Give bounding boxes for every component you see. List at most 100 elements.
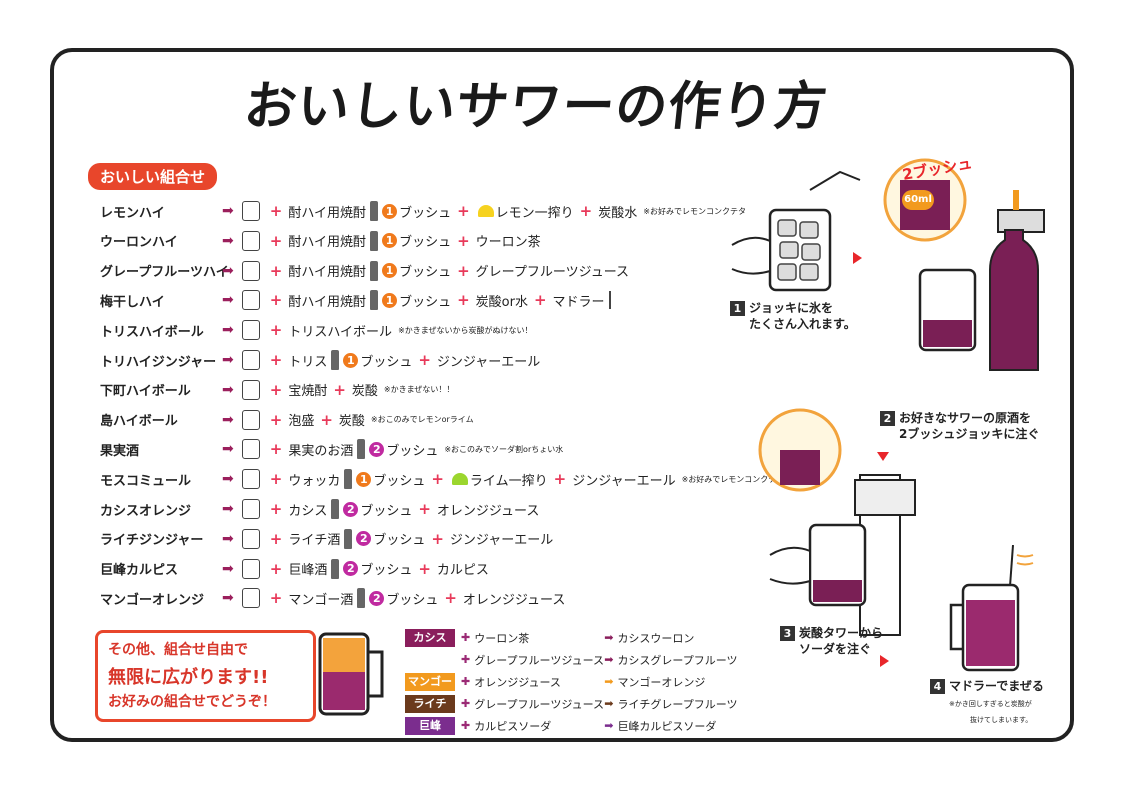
arrow-icon: ➡ bbox=[604, 719, 614, 732]
push-count-badge: 1 bbox=[356, 471, 372, 487]
arrow-icon: ➡ bbox=[604, 697, 614, 710]
arrow-icon: ➡ bbox=[222, 322, 234, 339]
legend-tag-spacer bbox=[405, 651, 455, 669]
ingredient: 宝焼酎 bbox=[288, 384, 328, 400]
ingredient: オレンジジュース bbox=[462, 592, 566, 608]
legend-tag: ライチ bbox=[405, 694, 455, 713]
recipe-name: マンゴーオレンジ bbox=[100, 592, 205, 608]
step-2-number: 2 bbox=[880, 411, 895, 426]
push-label: ブッシュ bbox=[360, 354, 413, 370]
ingredient: トリス bbox=[288, 354, 328, 370]
ingredient: 酎ハイ用焼酎 bbox=[288, 294, 367, 310]
ingredient: ライチ酒 bbox=[288, 533, 341, 549]
jug-icon bbox=[241, 350, 260, 370]
recipe-name: グレープフルーツハイ bbox=[100, 265, 229, 281]
arrow-icon: ➡ bbox=[222, 471, 234, 488]
jug-icon bbox=[241, 290, 260, 311]
arrow-icon: ➡ bbox=[222, 441, 234, 458]
muddler-icon bbox=[608, 291, 611, 310]
push-label: ブッシュ bbox=[399, 235, 452, 251]
push-label: ブッシュ bbox=[399, 265, 452, 281]
push-count-badge: 2 bbox=[356, 531, 372, 547]
arrow-icon: ➡ bbox=[222, 411, 234, 428]
push-count-badge: 2 bbox=[343, 561, 359, 577]
push-count-badge: 2 bbox=[343, 501, 359, 517]
jug-icon bbox=[241, 230, 260, 251]
plus-icon: + bbox=[418, 351, 431, 369]
poster-frame bbox=[50, 48, 1074, 742]
recipe-name: 果実酒 bbox=[100, 443, 140, 459]
arrow-icon: ➡ bbox=[604, 675, 614, 688]
plus-icon: + bbox=[269, 231, 283, 250]
plus-icon: + bbox=[269, 410, 283, 429]
step-3-line2: ソーダを注ぐ bbox=[799, 642, 872, 656]
ingredient: 果実のお酒 bbox=[288, 443, 354, 459]
recipe-name: ウーロンハイ bbox=[100, 235, 178, 251]
legend-tag: 巨峰 bbox=[405, 716, 455, 735]
ingredient: 炭酸 bbox=[338, 414, 365, 430]
step2-illustration bbox=[883, 158, 1045, 371]
recipe-row: トリスハイボール➡+トリスハイボール※かきまぜないから炭酸がぬけない！ bbox=[100, 317, 533, 343]
ingredient: 巨峰酒 bbox=[288, 563, 328, 579]
arrow-icon: ➡ bbox=[222, 203, 234, 219]
recipe-name: カシスオレンジ bbox=[100, 503, 192, 519]
plus-icon: + bbox=[269, 589, 283, 608]
step1-illustration bbox=[731, 170, 861, 292]
bottle-icon bbox=[370, 290, 379, 311]
step-1-number: 1 bbox=[730, 301, 745, 316]
plus-icon: ✚ bbox=[461, 719, 471, 732]
recipe-note: ※お好みでレモンコンクテタ bbox=[643, 206, 746, 216]
bottle-icon bbox=[370, 201, 379, 221]
section-badge: おいしい組合せ bbox=[88, 163, 218, 190]
bottle-icon bbox=[370, 230, 379, 251]
jug-icon bbox=[241, 499, 260, 519]
ingredient: 酎ハイ用焼酎 bbox=[288, 205, 367, 221]
step3-illustration bbox=[758, 408, 916, 636]
jug-icon bbox=[241, 439, 260, 460]
plus-icon: + bbox=[269, 291, 283, 310]
step4-illustration bbox=[949, 545, 1034, 672]
plus-icon: + bbox=[269, 470, 283, 489]
recipe-note: ※かきまぜないから炭酸がぬけない！ bbox=[398, 325, 533, 335]
plus-icon: + bbox=[457, 291, 470, 310]
plus-icon: + bbox=[269, 440, 283, 459]
legend-result: カシスウーロン bbox=[617, 631, 695, 645]
arrow-icon: ➡ bbox=[222, 292, 234, 309]
push-label: ブッシュ bbox=[386, 592, 439, 608]
plus-icon: + bbox=[269, 500, 283, 518]
ingredient: オレンジジュース bbox=[436, 503, 540, 519]
recipe-note: ※おこのみでレモンorライム bbox=[370, 415, 474, 425]
step-4-number: 4 bbox=[930, 679, 945, 694]
push-count-badge: 1 bbox=[382, 203, 398, 219]
recipe-name: トリハイジンジャー bbox=[100, 354, 217, 370]
plus-icon: + bbox=[444, 589, 457, 608]
legend-tag: カシス bbox=[405, 628, 455, 647]
legend-mixer: グレープフルーツジュース bbox=[474, 697, 605, 711]
plus-icon: ✚ bbox=[461, 675, 471, 688]
legend-mixer: グレープフルーツジュース bbox=[474, 653, 605, 667]
ingredient: ジンジャーエール bbox=[572, 473, 676, 489]
arrow-icon: ➡ bbox=[222, 232, 234, 249]
recipe-note: ※おこのみでソーダ割orちょい水 bbox=[444, 444, 564, 454]
plus-icon: + bbox=[320, 410, 333, 429]
recipe-name: 島ハイボール bbox=[100, 414, 178, 430]
plus-icon: + bbox=[457, 261, 470, 280]
sour-glass-illustration bbox=[318, 632, 384, 716]
step-2-line2: 2ブッシュジョッキに注ぐ bbox=[899, 427, 1040, 441]
plus-icon: + bbox=[269, 202, 283, 220]
promo-line-2: 無限に広がります!! bbox=[108, 667, 269, 688]
combo-legend: カシス✚ウーロン茶➡カシスウーロン✚グレープフルーツジュース➡カシスグレープフル… bbox=[405, 627, 738, 737]
ml-badge: 60ml bbox=[902, 190, 934, 210]
lemon-icon bbox=[477, 205, 494, 217]
arrow-icon: ➡ bbox=[222, 352, 234, 368]
ingredient: グレープフルーツジュース bbox=[475, 265, 630, 281]
push-count-badge: 2 bbox=[369, 441, 385, 457]
jug-icon bbox=[241, 588, 260, 609]
ingredient: 炭酸 bbox=[351, 384, 378, 400]
